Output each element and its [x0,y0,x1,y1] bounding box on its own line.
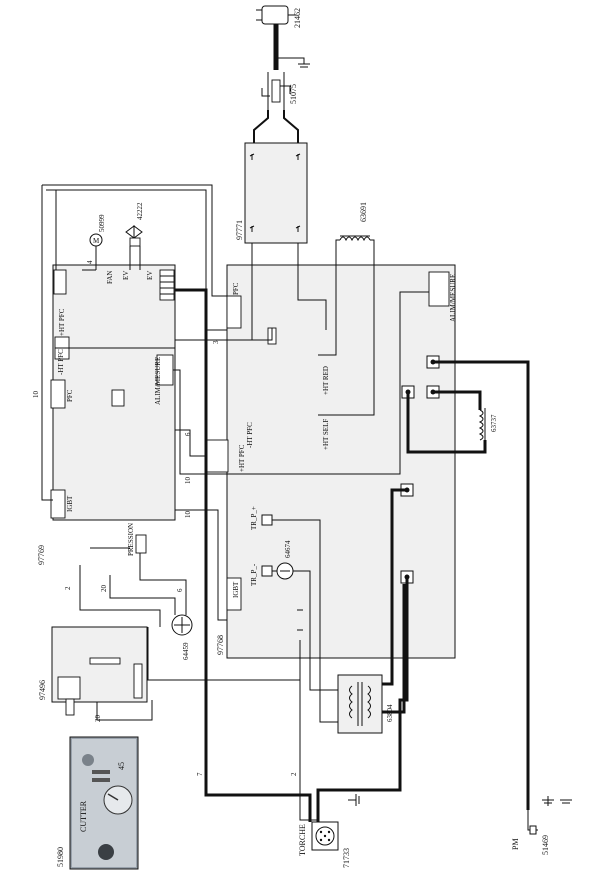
front-panel-knob [98,844,114,860]
wire-count-2: 4 [86,260,94,264]
connector-igbt-pwr [226,577,242,611]
label-torche: TORCHE [298,824,307,856]
torch-socket-part-number: 71733 [342,848,351,868]
fuse-holder [261,72,291,110]
fan-motor: M [89,233,103,270]
wire-count-11: 7 [196,772,204,776]
wire-count-annotations: 10 4 3 6 10 10 2 20 6 20 7 2 [32,260,298,776]
label-pression: PRESSION [127,523,135,556]
label-igbt-pwr: IGBT [232,581,240,598]
fuse-part-number: 51075 [289,84,298,104]
wire-count-12: 2 [290,772,298,776]
svg-text:M: M [93,237,100,245]
label-alim-mesure-pwr: ALIM/MESURE [449,274,457,322]
label-ev2: EV [146,271,154,280]
display-connector-2 [133,663,143,699]
wire-count-10: 20 [94,715,102,723]
wire-count-8: 20 [100,585,108,593]
mains-plug [256,5,296,25]
connector-igbt [50,489,66,519]
label-alim-mesure-ctrl: ALIM/MESURE [154,357,162,405]
label-ht-red: +HT RED [322,366,330,395]
current-sensor [276,562,294,580]
earth-symbol-pm [542,796,572,806]
power-board-part-number: 97768 [216,635,225,655]
pm-clamp [527,810,538,835]
front-panel-part-number: 51980 [56,847,65,867]
display-connector [89,657,121,665]
wire-count-5: 10 [184,477,192,485]
label-ht-self: +HT SELF [322,419,330,450]
pm-part-number: 51469 [541,835,550,855]
transformer [337,674,383,734]
inductor-part-number: 63737 [490,414,498,432]
choke-part-number: 63691 [359,202,368,222]
label-pfc-rect: PFC [232,282,240,295]
wire-count-9: 6 [176,588,184,592]
plug-part-number: 21462 [293,8,302,28]
current-sensor-part-number: 64674 [284,540,292,558]
rectifier-part-number: 97771 [235,220,244,240]
display-board-part-number: 97496 [38,680,47,700]
choke-coil [339,235,371,242]
terminal-tr-p-minus [261,565,273,577]
board-chip [111,389,125,407]
pressure-sensor [171,614,193,636]
wire-count-3: 3 [212,340,220,344]
label-ht-pfc-pwr: +HT PFC [238,444,246,472]
front-panel-gauge [103,785,133,815]
thin-wiring [41,184,429,821]
label-ev1: EV [122,271,130,280]
wire-count-4: 6 [184,432,192,436]
rectifier-block [244,142,308,244]
heavy-wiring [175,288,530,822]
wire-count-7: 2 [64,586,72,590]
earth-symbol-top [276,57,310,68]
inductor [478,408,486,441]
mains-leads [253,110,299,143]
label-ht-pfc2: -HT PFC [57,349,65,375]
earth-symbol-torch [348,794,360,806]
display-knob [57,676,81,700]
fan-part-number: 50999 [98,214,106,232]
wire-count-1: 10 [32,391,40,399]
connector-ht-pfc-pwr [205,439,229,473]
connector-pfc-pwr [226,295,242,329]
wire-count-6: 10 [184,511,192,519]
torch-socket [311,821,339,851]
control-board-part-number: 97769 [37,545,46,565]
power-board [226,264,456,659]
label-ht-pfc-pwr2: -HT PFC [246,422,254,448]
label-pfc-ctrl: PFC [66,389,74,402]
connector-multi [159,269,175,301]
front-panel-brand: CUTTER [79,800,88,832]
connector-pression [135,534,147,554]
label-igbt-ctrl: IGBT [66,495,74,512]
valve-part-number: 42222 [136,202,144,220]
gas-valve [125,225,143,270]
label-pm: PM [511,838,520,850]
connector-fan-ev [53,269,67,295]
front-panel-model: 45 [117,762,126,770]
label-tr-p-plus: TR_P_+ [250,506,258,530]
label-fan: FAN [106,271,114,284]
connector-pfc [50,379,66,409]
pressure-sensor-part-number: 64459 [182,642,190,660]
label-tr-p-minus: TR_P_- [250,563,258,586]
rectifier-terminals [251,154,299,232]
terminal-tr-p-plus [261,514,273,526]
label-ht-pfc: +HT PFC [58,308,66,336]
connector-alim-mesure-pwr [428,271,450,307]
